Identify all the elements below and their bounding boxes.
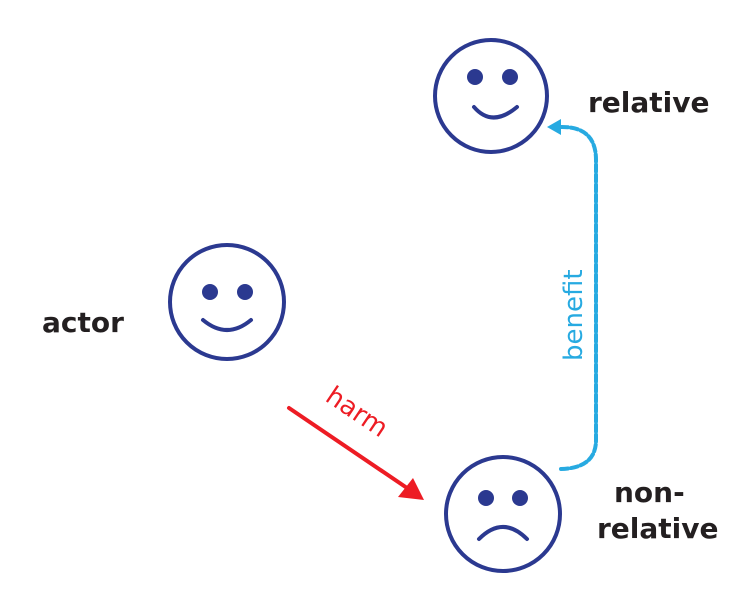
actor-smile bbox=[201, 318, 253, 332]
relative-face-icon bbox=[433, 38, 549, 154]
actor-label: actor bbox=[42, 306, 124, 339]
non-relative-frown bbox=[477, 525, 529, 541]
relative-smile bbox=[472, 105, 519, 120]
non-relative-right-eye bbox=[512, 490, 528, 506]
relative-face-outline bbox=[433, 38, 549, 154]
non-relative-left-eye bbox=[478, 490, 494, 506]
harm-arrowhead-icon bbox=[398, 478, 424, 500]
benefit-dashed-path bbox=[558, 124, 598, 471]
harm-arrow-line bbox=[287, 406, 412, 492]
actor-left-eye bbox=[202, 284, 218, 300]
harm-edge: harm bbox=[287, 381, 424, 500]
non-relative-label-line1: non- bbox=[614, 476, 685, 509]
actor-face-icon bbox=[168, 243, 286, 361]
relative-label: relative bbox=[588, 86, 710, 119]
benefit-edge: benefit bbox=[547, 119, 598, 471]
non-relative-face-icon bbox=[444, 455, 562, 573]
non-relative-face-outline bbox=[444, 455, 562, 573]
benefit-label: benefit bbox=[559, 269, 589, 361]
benefit-arrowhead-icon bbox=[547, 119, 561, 135]
actor-right-eye bbox=[237, 284, 253, 300]
actor-face-outline bbox=[168, 243, 286, 361]
relative-left-eye bbox=[467, 69, 483, 85]
non-relative-label-line2: relative bbox=[597, 512, 719, 545]
relative-right-eye bbox=[502, 69, 518, 85]
